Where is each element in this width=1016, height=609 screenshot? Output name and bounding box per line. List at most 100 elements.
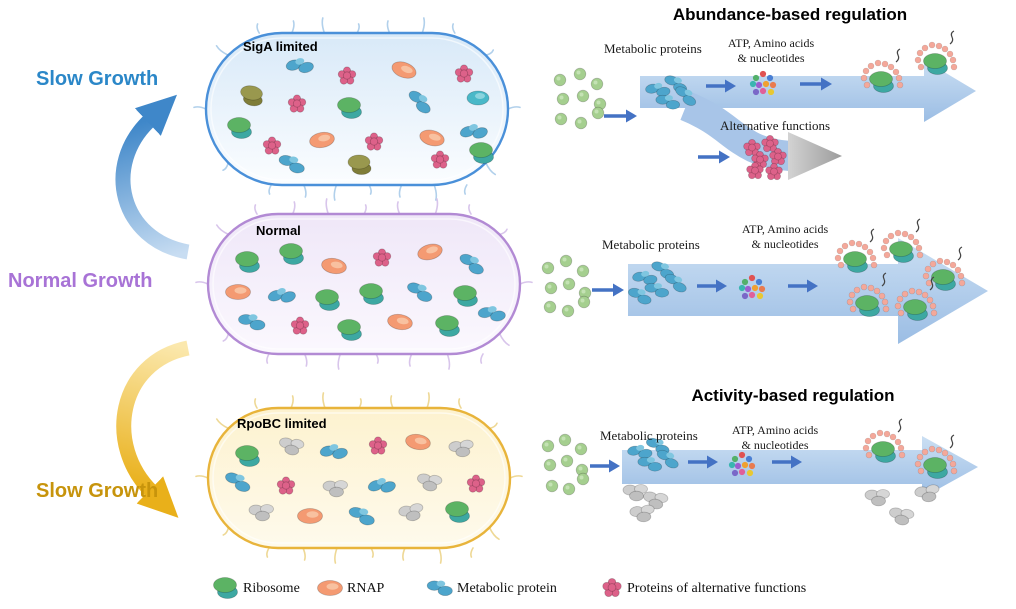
alternative-protein-icon — [765, 162, 783, 181]
alternative-protein-icon — [337, 66, 357, 85]
small-arrow — [590, 459, 620, 473]
metabolite-dot-icon — [591, 106, 605, 120]
label-metabolic-proteins-bottom: Metabolic proteins — [600, 428, 698, 443]
cell-label-siga: SigA limited — [243, 39, 318, 54]
metabolic-protein-icon — [426, 580, 453, 596]
alternative-protein-icon — [454, 64, 474, 83]
ribosome-icon — [213, 577, 238, 599]
nucleotide-dots-icon — [738, 274, 766, 300]
teal-protein-icon — [466, 90, 490, 106]
translating-ribosome-icon — [894, 276, 938, 321]
metabolite-dot-icon — [544, 281, 558, 295]
small-arrow — [788, 279, 818, 293]
legend-ribosome-label: Ribosome — [243, 581, 300, 596]
inactive-protein-icon — [622, 484, 648, 502]
metabolic-protein-icon — [664, 273, 687, 293]
ribosome-icon — [279, 243, 304, 265]
metabolite-dot-icon — [562, 482, 576, 496]
metabolic-protein-icon — [407, 282, 433, 302]
alternative-protein-icon — [746, 161, 764, 180]
ribosome-icon — [435, 315, 460, 337]
heading-activity-regulation: Activity-based regulation — [691, 386, 895, 405]
alternative-protein-icon — [761, 134, 779, 153]
alternative-protein-icon — [466, 474, 486, 493]
growth-label-slow-top: Slow Growth — [36, 68, 159, 90]
inactive-protein-icon — [889, 507, 915, 526]
inactive-protein-icon — [643, 491, 669, 510]
metabolic-protein-icon — [408, 90, 431, 114]
ribosome-icon — [453, 285, 478, 307]
metabolic-protein-icon — [655, 94, 681, 110]
translating-ribosome-icon — [862, 418, 906, 463]
rnap-icon — [309, 131, 335, 149]
metabolic-protein-icon — [645, 82, 671, 97]
metabolic-protein-icon — [644, 282, 670, 298]
inactive-protein-icon — [914, 484, 940, 503]
metabolic-protein-icon — [627, 444, 653, 459]
rnap-icon — [387, 313, 413, 331]
translating-ribosome-icon — [860, 48, 904, 93]
rnap-icon — [391, 61, 417, 79]
metabolite-dot-icon — [545, 479, 559, 493]
metabolic-protein-icon — [459, 124, 488, 139]
ribosome-icon — [227, 117, 252, 139]
metabolite-dot-icon — [543, 300, 557, 314]
small-arrow — [592, 283, 624, 297]
ribosome-icon — [235, 445, 260, 467]
metabolic-protein-icon — [367, 478, 396, 493]
metabolic-protein-icon — [637, 456, 663, 472]
rnap-icon — [297, 508, 323, 524]
ribosome-icon — [337, 97, 362, 119]
small-arrow — [697, 279, 727, 293]
small-arrow — [698, 150, 730, 164]
alternative-protein-icon — [769, 147, 787, 166]
small-arrow — [688, 455, 718, 469]
inactive-protein-icon — [398, 503, 424, 522]
metabolic-protein-icon — [477, 306, 506, 322]
growth-label-normal: Normal Growth — [8, 270, 153, 292]
ribosome-icon — [337, 319, 362, 341]
legend-metabolic-label: Metabolic protein — [457, 581, 557, 596]
metabolite-dot-icon — [560, 454, 574, 468]
rnap-icon — [417, 243, 443, 261]
metabolite-dot-icon — [593, 97, 607, 111]
translating-ribosome-icon — [922, 246, 966, 291]
alternative-protein-icon — [430, 150, 450, 169]
ribosome-icon — [235, 251, 260, 273]
inactive-protein-icon — [248, 504, 274, 522]
translating-ribosome-icon — [914, 434, 958, 479]
label-alternative-functions: Alternative functions — [720, 118, 831, 133]
inactive-protein-icon — [448, 439, 474, 458]
olive-protein-icon — [347, 154, 372, 175]
legend-altfn-label: Proteins of alternative functions — [627, 581, 807, 596]
ribosome-icon — [469, 142, 494, 164]
inactive-protein-icon — [322, 480, 348, 498]
rnap-icon — [225, 284, 251, 300]
metabolite-dot-icon — [562, 277, 576, 291]
inactive-protein-icon — [629, 504, 655, 523]
small-arrow — [800, 77, 832, 91]
metabolic-protein-icon — [348, 507, 375, 526]
gray-arrowhead — [788, 132, 842, 180]
alternative-protein-icon — [602, 578, 622, 598]
metabolite-dot-icon — [558, 433, 572, 447]
translating-ribosome-icon — [880, 218, 924, 263]
metabolite-dot-icon — [576, 264, 590, 278]
metabolite-dot-icon — [556, 92, 570, 106]
inactive-protein-icon — [279, 437, 305, 456]
metabolic-protein-icon — [675, 86, 697, 106]
label-atp-middle: ATP, Amino acids & nucleotides — [741, 222, 829, 251]
translating-ribosome-icon — [834, 228, 878, 273]
legend-rnap-label: RNAP — [347, 581, 385, 596]
alternative-protein-icon — [276, 476, 296, 495]
inactive-protein-icon — [864, 489, 890, 507]
metabolite-dot-icon — [553, 73, 567, 87]
metabolite-dot-icon — [574, 116, 588, 130]
alternative-protein-icon — [290, 316, 310, 335]
metabolite-dot-icon — [590, 77, 604, 91]
metabolite-dot-icon — [576, 89, 590, 103]
nucleotide-dots-icon — [749, 70, 777, 96]
ribosome-icon — [315, 289, 340, 311]
